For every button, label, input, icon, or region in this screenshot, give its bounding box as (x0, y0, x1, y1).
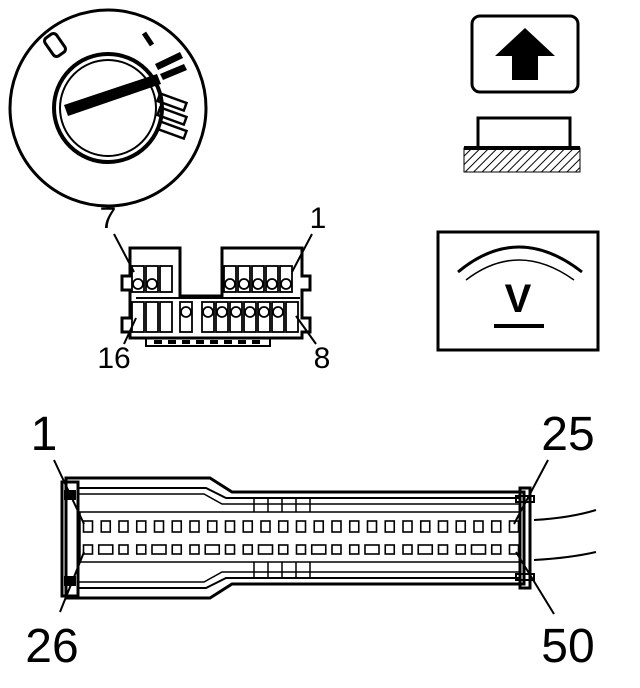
connector-50-pin-bottom (135, 544, 147, 555)
connector-50-pin-bottom (257, 544, 274, 555)
connector-50-pin-bottom (455, 544, 467, 555)
connector-50-pin-top (419, 520, 431, 533)
connector-50-pin-top (224, 520, 236, 533)
connector-16-cavity (223, 265, 237, 293)
connector-50-pin-bottom (242, 544, 254, 555)
connector-50-pin-top (331, 520, 342, 533)
connector-50-pin-top (508, 520, 520, 533)
connector-16-latch-tick (224, 340, 232, 344)
connector-50-pin-bottom (417, 544, 434, 555)
connector-16-label-pin-8: 8 (314, 342, 331, 375)
connector-50-pin-bottom (437, 544, 449, 555)
connector-50-pin-top (135, 520, 147, 533)
connector-50-pin-bottom (348, 544, 360, 555)
connector-50-label-pin-26: 26 (25, 620, 78, 673)
connector-16-latch-tick (154, 340, 162, 344)
connector-16-latch-tick (252, 340, 260, 344)
connector-50-pin-top (402, 520, 413, 533)
connector-50-pin-top (295, 520, 307, 533)
position-3-marker-icon (155, 91, 189, 141)
connector-16-cavity (131, 301, 145, 333)
connector-50-label-pin-25: 25 (541, 408, 594, 461)
connector-16-cavity (179, 301, 193, 333)
connector-50-pin: 1 25 26 50 (25, 408, 597, 673)
connector-50-pin-bottom (295, 544, 307, 555)
connector-50-pin-top (242, 520, 254, 533)
connector-50-pin-top (260, 520, 271, 533)
push-button-icon (463, 14, 581, 173)
connector-50-pin-bottom (384, 544, 396, 555)
connector-50-pin-top (277, 520, 289, 533)
connector-50-pin-top (171, 520, 183, 533)
connector-50-pin-bottom (277, 544, 289, 555)
connector-16-cavity (131, 265, 145, 293)
voltmeter-symbol: V (505, 277, 532, 321)
connector-50-pin-bottom (97, 544, 114, 555)
connector-16-cavity (265, 265, 279, 293)
connector-16-cavity (237, 265, 251, 293)
connector-50-pin-top (82, 520, 94, 533)
connector-50-pin-top (348, 520, 360, 533)
key-slot-icon (64, 74, 161, 116)
connector-50-pin-bottom (364, 544, 380, 555)
connector-16-latch-tick (210, 340, 218, 344)
connector-16-cavity (285, 301, 299, 333)
voltmeter-icon: V (436, 230, 600, 352)
connector-50-pin-bottom (490, 544, 502, 555)
connector-50-pin-top (366, 520, 378, 533)
connector-50-pin-bottom (171, 544, 183, 555)
connector-16-cavity (251, 265, 265, 293)
connector-50-pin-bottom (508, 544, 520, 555)
connector-16-cavity (279, 265, 293, 293)
connector-50-pin-bottom (82, 544, 94, 555)
connector-50-pin-bottom (151, 544, 167, 555)
connector-50-pin-top (490, 520, 502, 533)
connector-50-pin-bottom (402, 544, 413, 555)
connector-16-cavity (257, 301, 271, 333)
connector-16-cavity (159, 265, 173, 293)
connector-16-cavity (229, 301, 243, 333)
connector-50-pin-top (189, 520, 200, 533)
connector-50-pin-bottom (118, 544, 129, 555)
connector-50-pin-top (100, 520, 112, 533)
connector-16-latch-tick (168, 340, 176, 344)
connector-50-pin-bottom (470, 544, 487, 555)
connector-50-pin-top (313, 520, 325, 533)
arrow-up-icon (495, 28, 555, 80)
connector-16-cavity (271, 301, 285, 333)
connector-16-label-pin-7: 7 (100, 202, 117, 235)
connector-50-pin-bottom (331, 544, 342, 555)
connector-50-label-pin-1: 1 (31, 408, 58, 461)
connector-50-pin-top (455, 520, 467, 533)
connector-16-cavity (243, 301, 257, 333)
connector-16-cavity (215, 301, 229, 333)
connector-50-pin-bottom (189, 544, 200, 555)
position-0-marker-icon (43, 32, 67, 58)
connector-50-label-pin-50: 50 (541, 620, 594, 673)
connector-50-pin-top (118, 520, 129, 533)
connector-50-pin-top (437, 520, 449, 533)
connector-50-pin-top (473, 520, 484, 533)
connector-50-pin-bottom (224, 544, 236, 555)
connector-16-cavity (201, 301, 215, 333)
connector-16-latch-tick (196, 340, 204, 344)
ignition-switch (8, 8, 208, 208)
connector-16-cavity (159, 301, 173, 333)
connector-50-pin-top (384, 520, 396, 533)
position-1-marker-icon (141, 31, 155, 47)
connector-16-pin: 7 1 16 8 (97, 202, 330, 375)
connector-16-label-pin-16: 16 (97, 342, 130, 375)
connector-50-pin-bottom (204, 544, 221, 555)
connector-50-pin-top (153, 520, 165, 533)
position-2-marker-icon (155, 52, 187, 80)
connector-16-cavity (145, 265, 159, 293)
connector-16-latch-tick (238, 340, 246, 344)
connector-50-pin-bottom (310, 544, 327, 555)
connector-16-cavity (145, 301, 159, 333)
connector-16-latch-tick (182, 340, 190, 344)
connector-16-label-pin-1: 1 (310, 202, 327, 235)
connector-50-pin-top (206, 520, 218, 533)
